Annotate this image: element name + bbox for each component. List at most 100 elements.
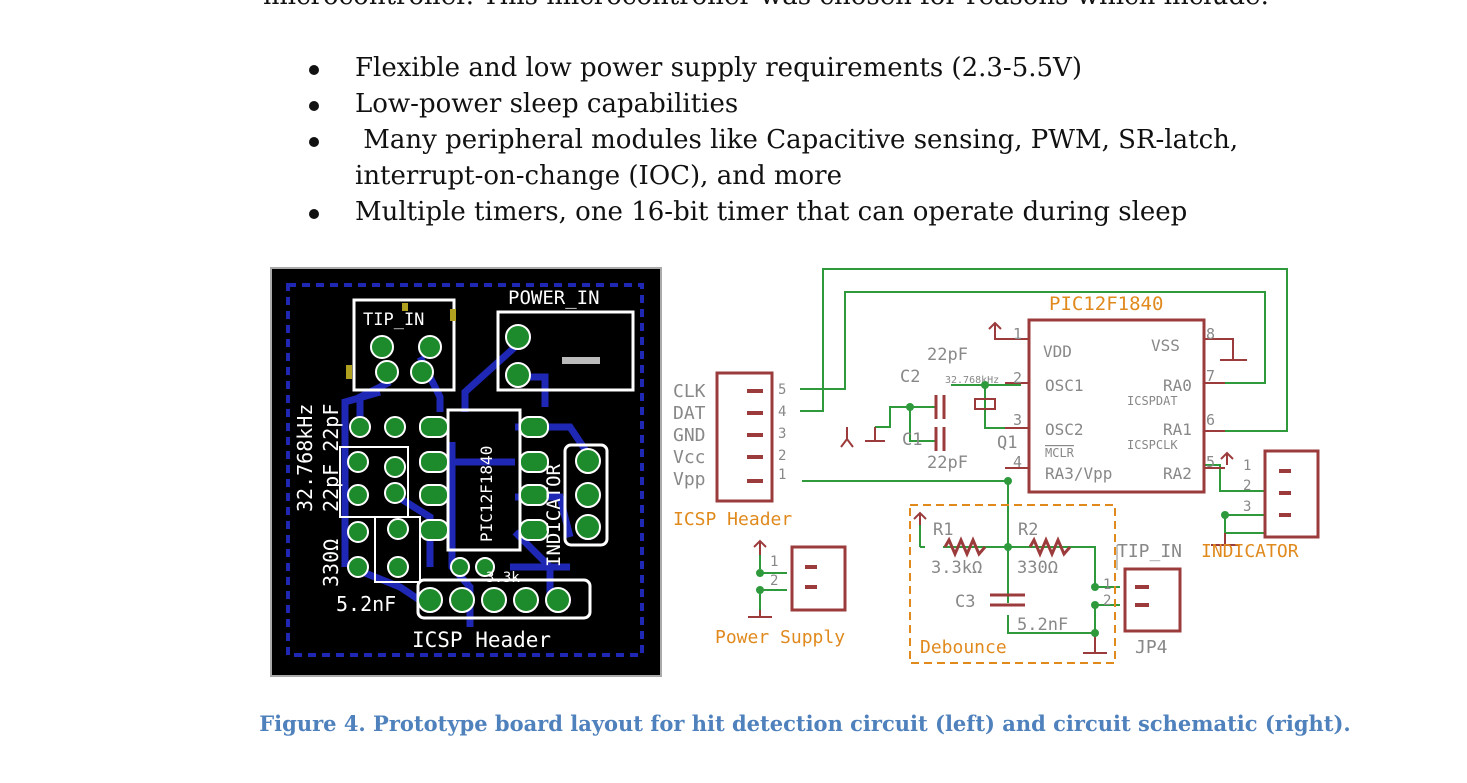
icsp-signal-vcc: Vcc — [673, 447, 706, 468]
figure-caption: Figure 4. Prototype board layout for hit… — [259, 711, 1351, 736]
schematic-chip — [1027, 318, 1206, 494]
tip-in-label: TIP_IN — [1117, 541, 1182, 562]
icsp-pin-number: 2 — [778, 448, 786, 464]
resistor-r1-value: 3.3kΩ — [931, 558, 982, 578]
intro-line: microcontroller. This microcontroller wa… — [263, 0, 1269, 11]
indicator-pin-number: 3 — [1243, 499, 1251, 515]
chip-pin-osc2: OSC2 — [1045, 420, 1084, 439]
indicator-header — [1263, 449, 1320, 539]
chip-pin-stubs — [1005, 338, 1225, 469]
pcb-r33-label: 3.3k — [486, 570, 520, 586]
resistor-r2-value: 330Ω — [1017, 558, 1058, 578]
icsp-pin-number: 3 — [778, 426, 786, 442]
circuit-schematic: PIC12F1840 VDD OSC1 OSC2 MCLR RA3/Vpp VS… — [673, 268, 1320, 664]
capacitor-c1-label: C1 — [902, 430, 922, 450]
bullet-dot — [309, 209, 319, 219]
capacitor-value-top: 22pF — [927, 345, 968, 365]
jp4-header — [1123, 567, 1182, 633]
icsp-signal-clk: CLK — [673, 381, 706, 402]
jp4-pin-number: 1 — [1103, 577, 1111, 593]
chip-pin-number: 5 — [1206, 453, 1215, 471]
chip-pin-ra3: RA3/Vpp — [1045, 464, 1112, 483]
power-header-pins — [805, 565, 817, 589]
crystal-q1-label: Q1 — [997, 433, 1017, 453]
indicator-pin-number: 1 — [1243, 458, 1251, 474]
pcb-cap52-label: 5.2nF — [336, 592, 396, 616]
bullet-text: Many peripheral modules like Capacitive … — [355, 125, 1247, 191]
bullet-list: Flexible and low power supply requiremen… — [305, 50, 1365, 230]
bullet-item: Many peripheral modules like Capacitive … — [305, 122, 1365, 194]
resistor-r2 — [1028, 536, 1072, 558]
icsp-pin-number: 5 — [778, 382, 786, 398]
pcb-crystal-label: 32.768kHz — [293, 404, 317, 512]
chip-pin-ra0: RA0 — [1163, 376, 1192, 395]
chip-pin-ra1: RA1 — [1163, 420, 1192, 439]
debounce-label: Debounce — [920, 637, 1007, 658]
icsp-header-body — [715, 371, 774, 503]
pcb-olive-mark — [346, 365, 352, 379]
pcb-olive-mark — [402, 303, 408, 311]
pcb-tip-in-label: TIP_IN — [363, 310, 424, 330]
schematic-wires — [759, 268, 1288, 634]
pcb-indicator-outline — [563, 443, 609, 547]
chip-pin-vdd: VDD — [1043, 342, 1072, 361]
capacitor-value-bottom: 22pF — [927, 453, 968, 473]
pcb-chip-label: PIC12F1840 — [477, 446, 496, 542]
icsp-header-label: ICSP Header — [673, 509, 792, 530]
chip-pin-mclr: MCLR — [1045, 446, 1075, 460]
chip-pin-vss: VSS — [1151, 336, 1180, 355]
resistor-r2-label: R2 — [1018, 520, 1038, 540]
chip-pin-number: 2 — [1013, 369, 1022, 387]
jp4-pins — [1135, 585, 1149, 607]
capacitor-c2-label: C2 — [900, 367, 920, 387]
crystal-q1 — [974, 398, 996, 410]
power-supply-label: Power Supply — [715, 627, 845, 648]
pcb-res-outline — [374, 516, 421, 583]
icsp-header-pins — [747, 389, 763, 483]
icsp-pin-number: 1 — [778, 467, 786, 483]
chip-pin-icspclk: ICSPCLK — [1127, 438, 1178, 452]
bullet-dot — [309, 137, 319, 147]
icsp-signal-gnd: GND — [673, 425, 706, 446]
power-symbols — [748, 321, 1247, 654]
chip-pin-number: 8 — [1206, 325, 1215, 343]
bullet-dot — [309, 65, 319, 75]
power-pin-number: 2 — [770, 573, 778, 589]
chip-pin-number: 6 — [1206, 411, 1215, 429]
indicator-header-pins — [1279, 469, 1291, 517]
jp4-pin-number: 2 — [1103, 593, 1111, 609]
chip-pin-number: 3 — [1013, 411, 1022, 429]
bullet-text: Low-power sleep capabilities — [355, 89, 739, 119]
pcb-chip-body — [446, 408, 522, 552]
crystal-value: 32.768kHz — [945, 375, 999, 386]
pcb-cap22-label: 22pF 22pF — [319, 404, 343, 512]
resistor-r1-label: R1 — [933, 520, 953, 540]
pcb-power-in-box — [496, 310, 635, 392]
pcb-res-label: 330Ω — [319, 539, 343, 587]
icsp-pin-number: 4 — [778, 404, 786, 420]
bullet-text: Multiple timers, one 16-bit timer that c… — [355, 197, 1188, 227]
capacitor-c1 — [934, 427, 946, 451]
chip-pin-number: 1 — [1013, 325, 1022, 343]
pcb-olive-mark — [450, 309, 456, 321]
capacitor-c3 — [990, 593, 1025, 607]
indicator-pin-number: 2 — [1243, 478, 1251, 494]
chip-pin-icspdat: ICSPDAT — [1127, 394, 1178, 408]
chip-pin-osc1: OSC1 — [1045, 376, 1084, 395]
power-pin-number: 1 — [770, 554, 778, 570]
chip-pin-number: 4 — [1013, 453, 1022, 471]
capacitor-c3-value: 5.2nF — [1017, 615, 1068, 635]
pcb-power-in-label: POWER_IN — [508, 287, 600, 309]
bullet-item: Flexible and low power supply requiremen… — [305, 50, 1365, 86]
icsp-signal-dat: DAT — [673, 403, 706, 424]
chip-pin-number: 7 — [1206, 367, 1215, 385]
indicator-label: INDICATOR — [1201, 541, 1299, 562]
pcb-outline — [286, 283, 644, 657]
icsp-signal-vpp: Vpp — [673, 469, 706, 490]
schematic-chip-name: PIC12F1840 — [1049, 293, 1163, 315]
pcb-polarity-mark — [562, 357, 600, 364]
pcb-icsp-label: ICSP Header — [412, 628, 551, 652]
bullet-item: Low-power sleep capabilities — [305, 86, 1365, 122]
pcb-indicator-label: INDICATOR — [543, 463, 565, 567]
pcb-pads — [347, 324, 601, 613]
